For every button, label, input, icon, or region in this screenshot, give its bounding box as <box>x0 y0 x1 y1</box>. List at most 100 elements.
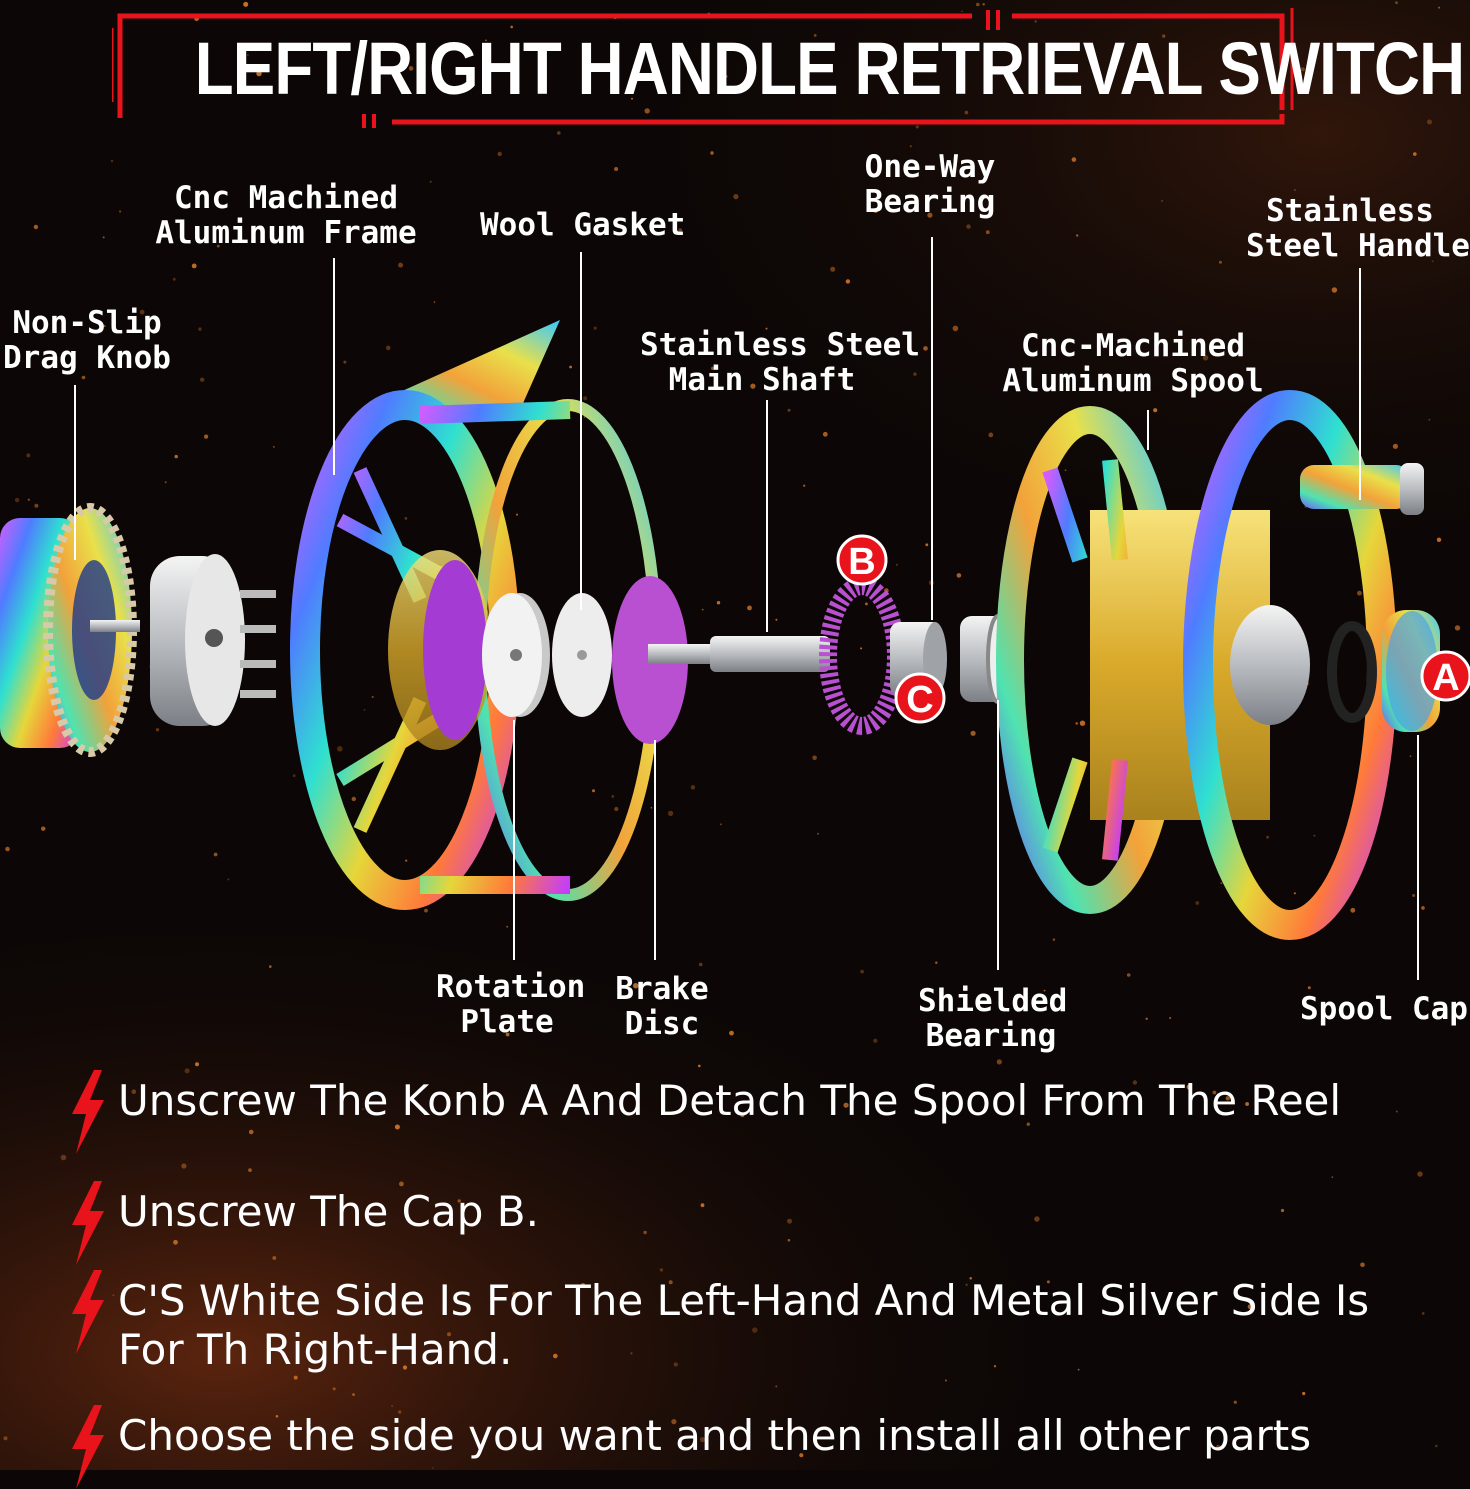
spark <box>363 709 366 711</box>
spark <box>1162 34 1166 38</box>
spark <box>630 1352 633 1355</box>
label-line: Steel Handle <box>1246 228 1470 264</box>
spark <box>102 236 105 239</box>
spark <box>966 224 971 229</box>
spark <box>787 1238 791 1242</box>
spark <box>580 1283 586 1288</box>
marker-a-letter: A <box>1432 657 1459 699</box>
spark <box>1436 537 1442 542</box>
spark <box>1331 1176 1334 1178</box>
spark <box>830 266 836 272</box>
spark <box>34 503 39 508</box>
label-line: Disc <box>624 1006 700 1042</box>
spark <box>860 647 863 650</box>
spark <box>662 1084 666 1088</box>
spark <box>1293 892 1296 895</box>
spark <box>337 746 343 752</box>
marker-b: B <box>836 534 888 586</box>
spark <box>103 324 106 328</box>
spark <box>699 1437 706 1443</box>
spark <box>172 277 176 281</box>
spark <box>1077 1368 1080 1371</box>
label-line: Aluminum Frame <box>155 215 417 251</box>
spark <box>227 878 230 881</box>
marker-c: C <box>894 672 946 724</box>
spark <box>996 1059 1002 1065</box>
spark <box>1126 973 1131 977</box>
spark <box>569 365 572 369</box>
spark <box>119 210 122 213</box>
frame-part <box>290 320 662 910</box>
spark <box>404 517 408 520</box>
spark <box>33 224 39 230</box>
spark <box>1395 1 1398 5</box>
spark <box>1245 1102 1249 1106</box>
lightning-bolt-icon <box>72 1270 104 1354</box>
spark <box>925 543 929 547</box>
spark <box>965 1283 968 1287</box>
step-text: Unscrew The Konb A And Detach The Spool … <box>118 1076 1342 1125</box>
spark <box>628 1027 633 1033</box>
spark <box>362 1108 364 1111</box>
spark <box>1034 20 1037 23</box>
spark <box>614 806 619 812</box>
spark <box>1079 720 1086 726</box>
spark <box>799 1453 804 1458</box>
spark <box>1302 1391 1306 1396</box>
spark <box>191 263 197 269</box>
label-aluminum-frame: Cnc Machined Aluminum Frame <box>146 181 426 251</box>
spark <box>1132 1080 1138 1085</box>
spark <box>371 696 374 698</box>
marker-b-letter: B <box>848 541 875 583</box>
spark <box>752 1327 758 1333</box>
rotation-plate-part <box>482 593 550 717</box>
spark <box>711 366 715 370</box>
spark <box>985 230 990 235</box>
label-line: Cnc-Machined <box>1021 328 1245 364</box>
label-line: Spool Cap <box>1300 991 1468 1027</box>
spark <box>1034 1216 1040 1222</box>
spark <box>719 823 722 826</box>
spark <box>1435 1444 1438 1448</box>
spark <box>1043 989 1046 992</box>
spark <box>216 244 220 248</box>
step-text: For Th Right-Hand. <box>118 1325 513 1374</box>
spark <box>272 1256 277 1260</box>
spark <box>292 774 296 778</box>
spark <box>1220 882 1223 884</box>
spark <box>269 965 272 968</box>
spark <box>944 1379 947 1382</box>
spark <box>1202 355 1209 361</box>
lightning-bolt-icon <box>72 1070 104 1154</box>
spark <box>424 908 428 913</box>
spark <box>398 1410 402 1414</box>
label-one-way-bearing: One-Way Bearing <box>852 150 1008 220</box>
spark <box>184 1068 190 1074</box>
spark <box>432 1467 434 1469</box>
label-line: Drag Knob <box>3 340 171 376</box>
spark <box>865 602 868 606</box>
spark <box>822 431 828 437</box>
spark <box>60 1154 67 1161</box>
label-aluminum-spool: Cnc-Machined Aluminum Spool <box>998 329 1268 399</box>
spark <box>952 325 959 332</box>
spark <box>970 730 976 736</box>
spark <box>895 563 898 566</box>
spark <box>909 145 912 148</box>
spark <box>650 807 653 809</box>
spark <box>248 1447 253 1451</box>
label-line: Stainless <box>1266 193 1434 229</box>
spark <box>1145 1017 1148 1020</box>
step-text: Unscrew The Cap B. <box>118 1187 539 1236</box>
spark <box>18 359 21 362</box>
spark <box>204 434 209 439</box>
spark <box>3 1436 8 1441</box>
spark <box>1350 907 1356 913</box>
spark <box>112 1294 115 1297</box>
marker-c-letter: C <box>906 679 933 721</box>
label-wool-gasket: Wool Gasket <box>480 208 685 243</box>
spark <box>593 326 597 330</box>
spark <box>198 327 202 331</box>
label-brake-disc: Brake Disc <box>604 972 720 1042</box>
spark <box>1247 1304 1253 1310</box>
